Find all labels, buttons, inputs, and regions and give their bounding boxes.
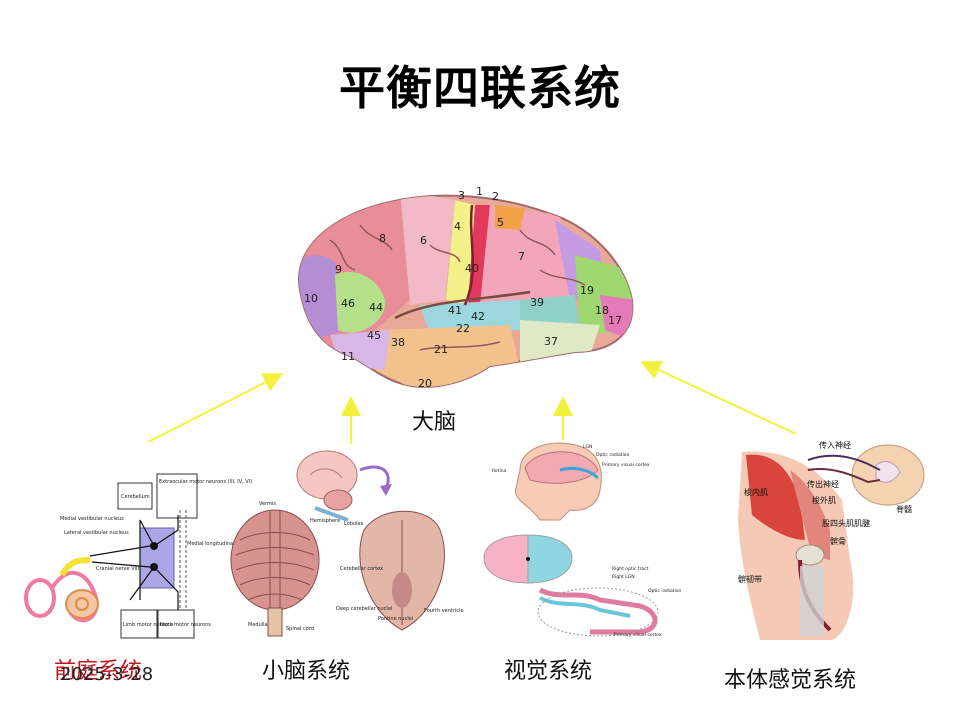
proprio-label: 髌韧带	[738, 574, 762, 584]
brain-area-number: 7	[518, 250, 525, 263]
vision-label: Optic radiation	[648, 588, 682, 594]
cerebellum-label: Vermis	[259, 501, 276, 507]
brain-area-number: 9	[335, 263, 342, 276]
brain-area-number: 17	[608, 314, 622, 327]
brain-area-number: 19	[580, 284, 594, 297]
leg-illustration	[738, 451, 854, 640]
vision-label: LGN	[583, 444, 592, 450]
cerebellum-label: Fourth ventricle	[424, 608, 464, 614]
vestibular-label: Cranial nerve VIII	[96, 566, 139, 572]
brain-area-number: 40	[465, 262, 479, 275]
vestibular-label: Medial longitudinal fasciculus	[187, 541, 261, 547]
cerebellum-label: Pontine nuclei	[378, 616, 413, 622]
slide-date: 2025-3-28	[60, 664, 154, 685]
vestibular-caption: 前庭系统	[54, 659, 143, 684]
brain-area-number: 37	[544, 335, 558, 348]
cerebellum-label: Cerebellar cortex	[340, 566, 383, 572]
cerebellum-label: Lobules	[344, 521, 364, 527]
brain-area-number: 45	[367, 329, 381, 342]
cerebellum-panel: Vermis Hemisphere Lobules Medulla Spinal…	[230, 450, 464, 637]
vision-panel: LGN Optic radiation Primary visual corte…	[483, 442, 682, 638]
arrows	[147, 360, 797, 444]
cerebellum-section-illustration	[359, 510, 445, 631]
vision-label: Primary visual cortex	[602, 462, 650, 468]
brain-area-number: 4	[454, 220, 461, 233]
arrow-proprioception	[640, 360, 797, 435]
vestibular-panel: Cerebellum Extraocular motor neurons (II…	[24, 473, 261, 639]
cerebellum-label: Deep cerebellar nuclei	[336, 606, 392, 612]
spinal-cord-illustration	[807, 444, 925, 506]
cerebellum-illustration	[230, 509, 320, 637]
cerebellum-caption: 小脑系统	[262, 659, 351, 684]
cerebellum-label: Spinal cord	[286, 626, 314, 632]
slide-title: 平衡四联系统	[339, 61, 621, 115]
vestibular-label: Medial vestibular nucleus	[60, 516, 124, 522]
brain-area-number: 44	[369, 301, 383, 314]
cerebellum-label: Medulla	[248, 622, 268, 628]
brain-area-number: 8	[379, 232, 386, 245]
vestibular-label: Cerebellum	[121, 494, 150, 500]
proprioception-caption: 本体感觉系统	[724, 668, 857, 693]
proprio-label: 髌骨	[830, 536, 846, 546]
vision-label: Right LGN	[612, 574, 635, 580]
brain-area-number: 6	[420, 234, 427, 247]
proprio-label: 股四头肌肌腱	[822, 518, 870, 528]
brain-area-number: 18	[595, 304, 609, 317]
vision-label: Primary visual cortex	[614, 632, 662, 638]
brain-area-number: 21	[434, 343, 448, 356]
brain-area-number: 10	[304, 292, 318, 305]
brain-area-number: 2	[492, 190, 499, 203]
brain-area-number: 46	[341, 297, 355, 310]
proprioception-panel: 传入神经 传出神经 梭内肌 梭外肌 股四头肌肌腱 髌骨 髌韧带 脊髓	[724, 440, 928, 640]
brain-area-number: 42	[471, 310, 485, 323]
vestibular-label: Extraocular motor neurons (III, IV, VI)	[159, 479, 252, 485]
vestibular-label: Lateral vestibular nucleus	[64, 530, 129, 536]
brain-caption: 大脑	[412, 410, 457, 435]
vestibular-label: Limb motor neurons	[123, 622, 174, 628]
proprio-label: 脊髓	[896, 504, 912, 514]
brain-area-number: 22	[456, 322, 470, 335]
cerebellum-label: Hemisphere	[310, 518, 340, 524]
brain-area-number: 5	[497, 216, 504, 229]
brain-area-number: 41	[448, 304, 462, 317]
brain-area-number: 39	[530, 296, 544, 309]
proprio-label: 梭内肌	[744, 487, 768, 497]
inner-ear-illustration	[24, 557, 99, 623]
brain-area-number: 3	[458, 189, 465, 202]
brain-area-number: 11	[341, 350, 355, 363]
arrow-vestibular	[147, 373, 284, 443]
proprio-label: 传出神经	[807, 479, 839, 489]
vision-label: Retina	[492, 468, 507, 474]
brain-area-number: 1	[476, 185, 483, 198]
brain-area-number: 38	[391, 336, 405, 349]
proprio-label: 传入神经	[819, 440, 851, 450]
proprio-label: 梭外肌	[812, 495, 836, 505]
brain-area-number: 20	[418, 377, 432, 390]
vestibular-label: Neck motor neurons	[160, 622, 211, 628]
vision-label: Optic radiation	[596, 452, 630, 458]
vision-caption: 视觉系统	[504, 659, 593, 684]
brain-illustration: 1 2 3 4 5 6 7 8 9 10 11 17 18 19 20 21 2…	[297, 185, 634, 390]
vision-label: Right optic tract	[612, 566, 649, 572]
head-illustration	[514, 442, 602, 521]
